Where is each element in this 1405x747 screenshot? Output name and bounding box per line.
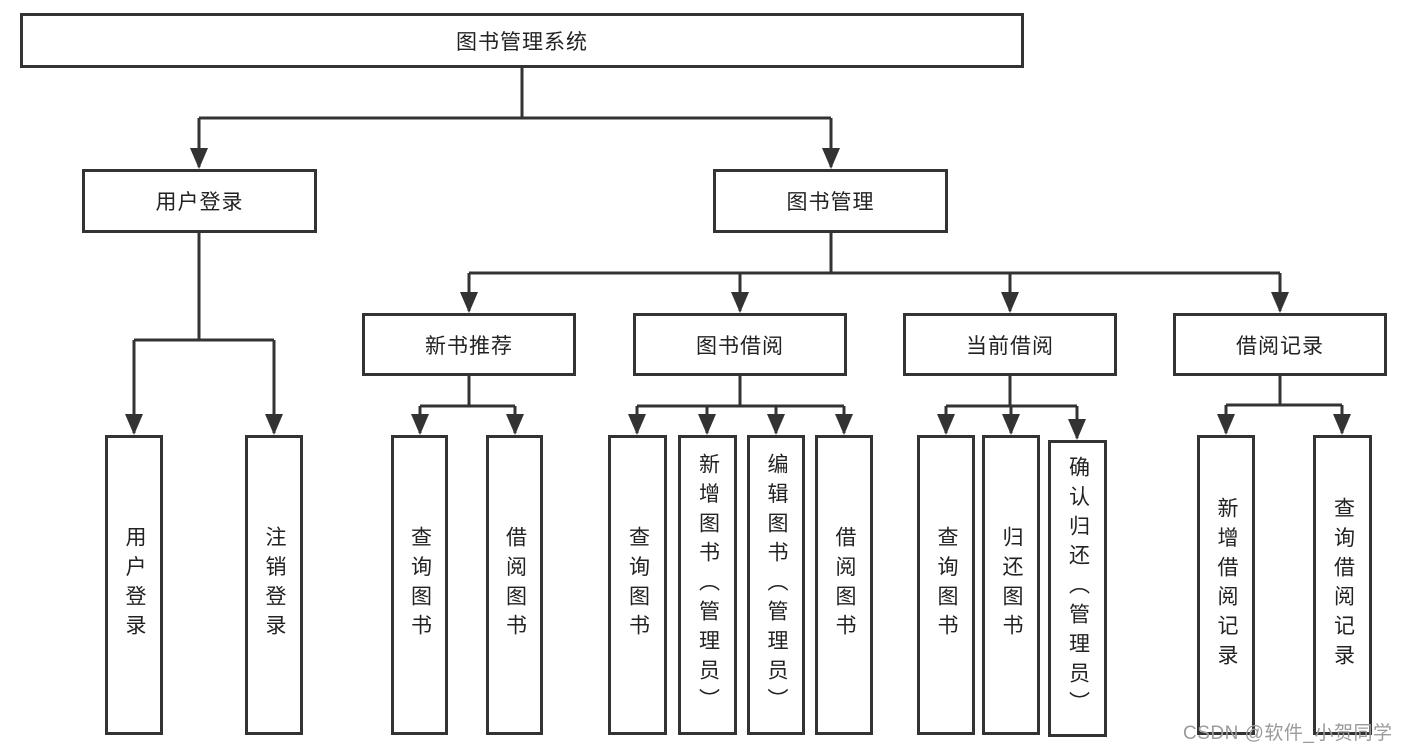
leaf-add-books-admin: 新增图书（管理员） [678,435,737,735]
node-label: 用户登录 [123,526,146,644]
node-current-borrowing: 当前借阅 [903,313,1117,376]
node-book-borrowing: 图书借阅 [633,313,847,376]
leaf-borrow-books: 借阅图书 [486,435,543,735]
leaf-user-login: 用户登录 [105,435,163,735]
node-label: 查询图书 [408,526,432,644]
node-label: 当前借阅 [966,334,1054,358]
node-label: 借阅图书 [503,526,527,644]
leaf-logout: 注销登录 [245,435,303,735]
node-label: 注销登录 [263,526,286,644]
arrowheads [125,148,1351,440]
node-label: 新书推荐 [425,334,513,358]
node-label: 查询借阅记录 [1331,496,1355,674]
node-label: 查询图书 [626,526,650,644]
node-label: 借阅图书 [833,526,856,644]
node-label: 查询图书 [935,526,958,644]
node-label: 用户登录 [155,191,244,214]
node-label: 图书管理系统 [456,30,588,54]
node-label: 编辑图书（管理员） [765,452,788,718]
node-label: 归还图书 [1000,526,1023,644]
node-label: 确认归还（管理员） [1066,456,1090,721]
node-library-system: 图书管理系统 [20,13,1024,68]
csdn-watermark: CSDN @软件_小贺同学 [1183,723,1393,744]
leaf-query-books: 查询图书 [917,435,975,735]
node-book-management: 图书管理 [713,169,948,233]
leaf-edit-books-admin: 编辑图书（管理员） [747,435,805,735]
leaf-add-borrow-record: 新增借阅记录 [1197,435,1255,735]
leaf-query-books: 查询图书 [608,435,667,735]
node-label: 新增借阅记录 [1215,496,1238,674]
node-label: 借阅记录 [1236,334,1324,358]
leaf-query-books: 查询图书 [391,435,448,735]
node-user-login: 用户登录 [82,169,317,233]
leaf-return-books: 归还图书 [982,435,1040,735]
leaf-query-borrow-record: 查询借阅记录 [1313,435,1372,735]
node-new-book-recommendation: 新书推荐 [362,313,576,376]
leaf-confirm-return-admin: 确认归还（管理员） [1048,440,1107,737]
node-borrowing-records: 借阅记录 [1173,313,1387,376]
leaf-borrow-books: 借阅图书 [815,435,873,735]
node-label: 图书管理 [786,191,875,214]
node-label: 图书借阅 [696,334,784,358]
node-label: 新增图书（管理员） [696,452,720,718]
